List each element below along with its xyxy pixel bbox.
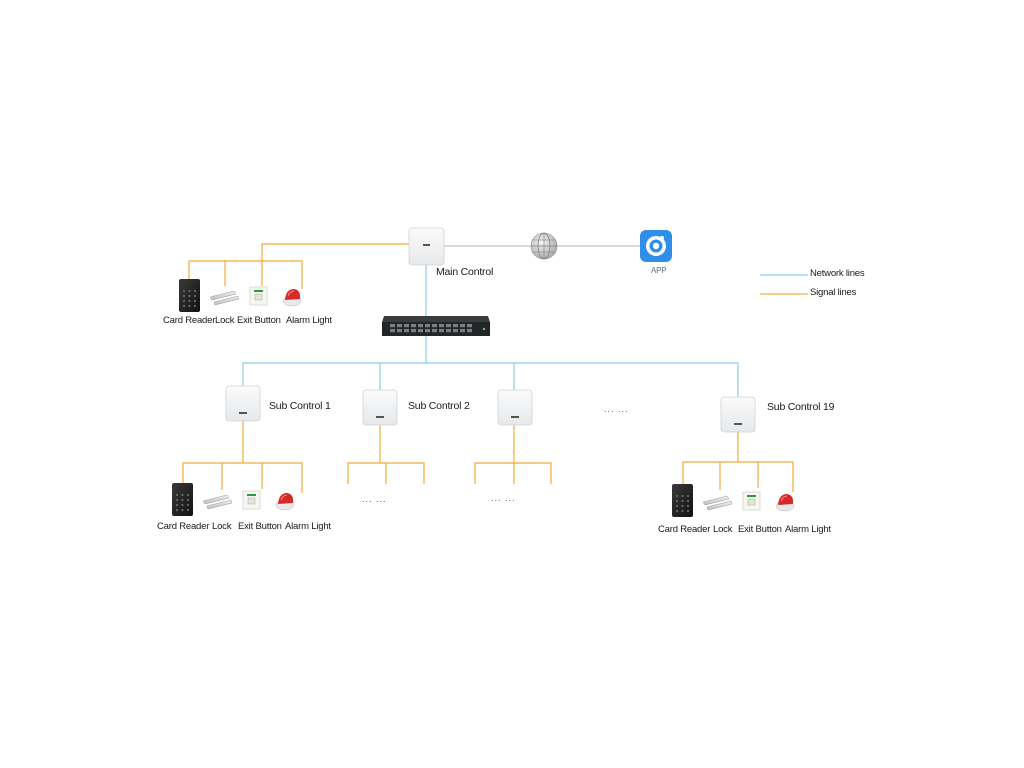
legend-network-label: Network lines [810,268,865,279]
sub1-card-reader-label: Card Reader [157,521,210,532]
sub19-alarm-light-label: Alarm Light [785,524,831,535]
exit-button-icon [242,490,261,510]
main-controller-icon [408,227,445,266]
switch-port [404,324,409,328]
magnetic-lock-icon [209,290,240,306]
sub-control-1-controller-icon [225,385,261,422]
switch-port [418,329,423,333]
sub-control-19-label: Sub Control 19 [767,401,835,413]
switch-port [390,329,395,333]
switch-port [446,324,451,328]
alarm-light-icon [275,493,295,511]
sub-control-19-controller-icon [720,396,756,433]
signal-lines [182,243,794,493]
main-devices [179,279,302,312]
legend-signal-label: Signal lines [810,287,857,298]
switch-port [460,329,465,333]
app-label: APP [651,266,667,275]
sub-control-2-label: Sub Control 2 [408,400,470,412]
card-reader-icon [179,279,200,312]
alarm-light-icon [282,289,302,307]
sub1-exit-button-label: Exit Button [238,521,282,532]
switch-port [453,329,458,333]
exit-button-icon [249,286,268,306]
switch-port [425,324,430,328]
main-signal-trunk [261,243,409,286]
switch-port [425,329,430,333]
globe-icon [530,232,558,260]
switch-port [467,324,472,328]
main-lock-label: Lock [215,315,235,326]
card-reader-icon [672,484,693,517]
switch-port [439,324,444,328]
switch-port [432,329,437,333]
network-lines [242,245,739,397]
main-control-label: Main Control [436,266,494,278]
sub1-lock-label: Lock [212,521,232,532]
magnetic-lock-icon [202,494,233,510]
switch-port [390,324,395,328]
app-camera-icon[interactable] [640,230,672,262]
legend [760,274,808,295]
sub3-devices-dots: ... ... [491,493,516,503]
sub19-devices [672,484,795,517]
network-switch-icon [382,316,490,336]
more-controllers-dots: ... ... [604,404,629,414]
switch-port [439,329,444,333]
sub19-card-reader-label: Card Reader [658,524,711,535]
sub1-signal-bus [182,462,303,493]
switch-port [397,329,402,333]
sub-control-3-controller-icon [497,389,533,426]
switch-port [453,324,458,328]
main-alarm-light-label: Alarm Light [286,315,332,326]
switch-port [460,324,465,328]
switch-port [467,329,472,333]
sub3-signal-bus [474,462,552,484]
sub19-exit-button-label: Exit Button [738,524,782,535]
main-card-reader-label: Card Reader [163,315,216,326]
sub1-alarm-light-label: Alarm Light [285,521,331,532]
main-exit-button-label: Exit Button [237,315,281,326]
sub19-lock-label: Lock [713,524,733,535]
sub19-signal-bus [682,461,794,492]
switch-port [404,329,409,333]
switch-port [446,329,451,333]
card-reader-icon [172,483,193,516]
main-signal-bus [188,260,303,289]
sub1-devices [172,483,295,516]
sub2-devices-dots: ... ... [362,494,387,504]
sub-control-1-label: Sub Control 1 [269,400,331,412]
switch-port [418,324,423,328]
switch-port [411,329,416,333]
exit-button-icon [742,491,761,511]
switch-port [432,324,437,328]
sub-control-2-controller-icon [362,389,398,426]
switch-port [397,324,402,328]
alarm-light-icon [775,494,795,512]
switch-port [411,324,416,328]
magnetic-lock-icon [702,495,733,511]
network-bus-line [242,362,739,397]
